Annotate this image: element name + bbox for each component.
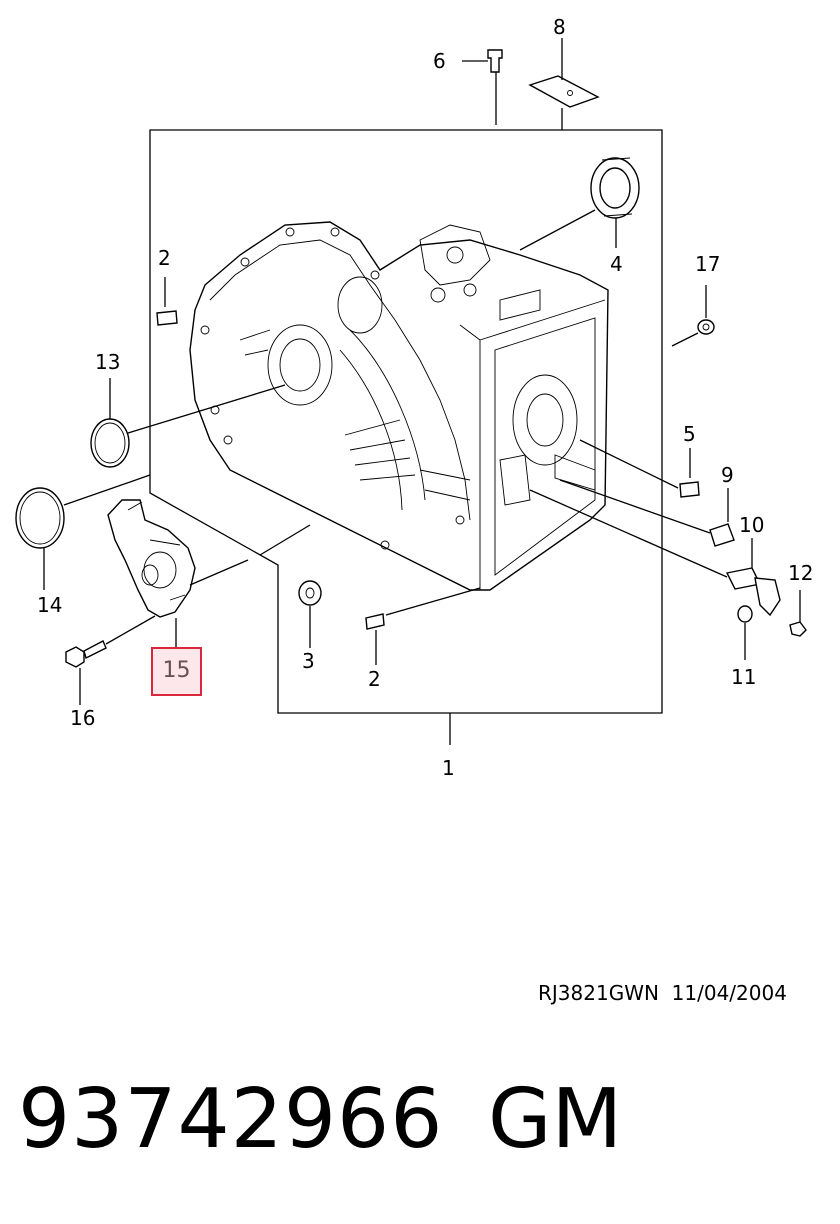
transaxle-case [189,221,609,591]
brand-name: GM [488,1072,623,1167]
callout-6: 6 [433,49,446,73]
assembly-boundary [149,129,663,714]
callout-9: 9 [721,463,734,487]
part-13-o-ring [90,378,286,468]
callout-12: 12 [788,561,814,585]
part-2-dowel-upper [156,277,178,326]
callout-2-lower: 2 [368,667,381,691]
part-16-bolt [65,615,156,705]
part-10-speed-sensor [529,489,781,617]
part-5-pin [579,439,700,498]
callout-11: 11 [731,665,757,689]
part-8-plate [528,38,600,130]
callout-10: 10 [739,513,765,537]
part-17-nut [671,285,715,347]
callout-3: 3 [302,649,315,673]
reference-date: 11/04/2004 [671,981,787,1005]
part-6-bolt [462,49,503,125]
part-14-o-ring [15,474,151,590]
part-9-clip [559,479,735,547]
part-4-seal [519,157,640,251]
callout-2-upper: 2 [158,246,171,270]
part-12-bolt [789,590,807,637]
callout-1: 1 [442,756,455,780]
part-number: 93742966 [18,1072,444,1167]
part-15-range-sensor [107,499,311,647]
reference-code: RJ3821GWN [538,981,659,1005]
callout-8: 8 [553,15,566,39]
callout-17: 17 [695,252,721,276]
part-2-dowel-lower [365,587,481,665]
callout-16: 16 [70,706,96,730]
part-3-washer [298,580,322,648]
callout-5: 5 [683,422,696,446]
part-11-washer [737,605,753,660]
reference-line: RJ3821GWN 11/04/2004 [538,981,787,1005]
callout-13: 13 [95,350,121,374]
callout-15-highlighted[interactable]: 15 [151,647,202,696]
callout-14: 14 [37,593,63,617]
callout-4: 4 [610,252,623,276]
